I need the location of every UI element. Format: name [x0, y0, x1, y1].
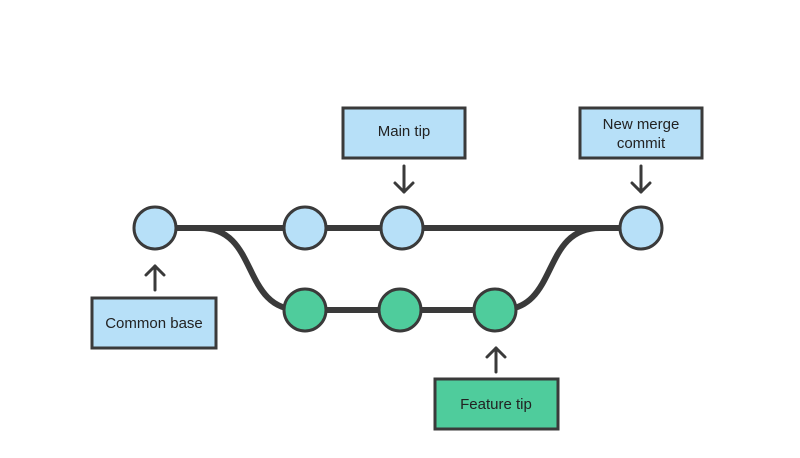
new-merge-commit-label: New merge commit	[578, 106, 704, 160]
new-merge-commit-text-line2: commit	[617, 135, 666, 152]
common-base-text: Common base	[105, 315, 203, 332]
feature-tip-arrow	[485, 346, 507, 374]
common-base-arrow	[144, 264, 166, 292]
common-base-label: Common base	[90, 296, 218, 350]
main-tip-label: Main tip	[341, 106, 467, 160]
feature-tip-label: Feature tip	[433, 377, 560, 431]
commit-merge	[618, 205, 664, 251]
main-tip-arrow	[393, 164, 415, 194]
commit-common-base	[132, 205, 178, 251]
feature-branch-split	[199, 225, 301, 313]
new-merge-commit-text-line1: New merge	[603, 116, 680, 133]
merge-commit-arrow	[630, 164, 652, 194]
commit-main-1	[282, 205, 328, 251]
commit-feature-tip	[472, 287, 518, 333]
feature-tip-text: Feature tip	[460, 396, 532, 413]
commit-feature-2	[377, 287, 423, 333]
commit-feature-1	[282, 287, 328, 333]
main-tip-text: Main tip	[378, 123, 431, 140]
commit-main-tip	[379, 205, 425, 251]
feature-branch-merge	[499, 225, 601, 313]
